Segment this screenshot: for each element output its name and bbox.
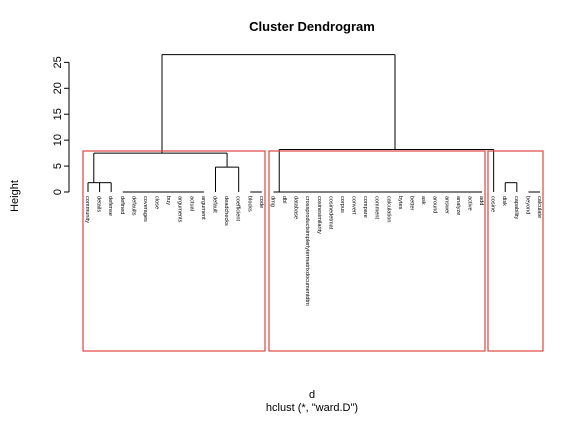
leaf-label-community: community — [84, 196, 90, 223]
leaf-label-cosinedetmat: cosinedetmat — [327, 196, 333, 230]
method-sublabel: hclust (*, "ward.D") — [266, 402, 358, 414]
y-axis-label: Height — [9, 180, 21, 212]
leaf-label-corpus: corpus — [339, 196, 345, 213]
x-axis-label: d — [309, 389, 315, 401]
cluster-boxes — [82, 150, 544, 352]
leaf-label-crossproductsimplerlytermatrixdocumentdtm: crossproductsimplerlytermatrixdocumentdt… — [304, 196, 310, 306]
leaf-label-dbl: dbl — [281, 196, 287, 203]
leaf-label-calculate: calculate — [536, 196, 542, 218]
y-tick-label-10: 10 — [52, 134, 64, 146]
cluster-box-2 — [268, 150, 486, 352]
leaf-label-beyond: beyond — [524, 196, 530, 214]
leaf-label-arguments: arguments — [177, 196, 183, 223]
leaf-label-compare: compare — [362, 196, 368, 218]
leaf-label-active: active — [466, 196, 472, 211]
leaf-label-around: around — [432, 196, 438, 213]
leaf-label-database: database — [293, 196, 299, 219]
leaf-label-answer: answer — [443, 196, 449, 214]
leaf-label-details: details — [96, 196, 102, 212]
leaf-label-disk: disk — [501, 196, 507, 206]
leaf-label-ask: ask — [420, 196, 426, 205]
y-tick-label-0: 0 — [52, 189, 64, 195]
cluster-box-3 — [487, 150, 544, 352]
leaf-label-coefficient: coefficient — [235, 196, 241, 222]
leaf-label-argument: argument — [200, 196, 206, 220]
y-tick-label-25: 25 — [52, 56, 64, 68]
leaf-label-buy: buy — [165, 196, 171, 205]
y-axis: 0 5 10 15 20 25 — [52, 56, 70, 195]
leaf-label-defaults: defaults — [130, 196, 136, 216]
leaf-label-add: add — [478, 196, 484, 205]
dendrogram-tree — [87, 54, 540, 193]
leaf-label-convert: convert — [351, 196, 357, 215]
leaf-label-analyze: analyze — [455, 196, 461, 215]
leaf-label-capability: capability — [513, 196, 519, 220]
leaf-label-default: default — [211, 196, 217, 213]
leaf-label-cosinesimilarity: cosinesimilarity — [316, 196, 322, 234]
leaf-label-comment: comment — [374, 196, 380, 219]
leaf-label-better: better — [409, 196, 415, 210]
leaf-label-close: close — [154, 196, 160, 209]
y-tick-label-15: 15 — [52, 108, 64, 120]
leaf-label-code: code — [258, 196, 264, 208]
leaf-label-defined: defined — [119, 196, 125, 214]
leaf-label-defense: defense — [107, 196, 113, 216]
leaf-label-blocks: blocks — [246, 196, 252, 212]
leaf-label-bytes: bytes — [397, 196, 403, 210]
leaf-label-actual: actual — [188, 196, 194, 211]
leaf-label-deadchecks: deadchecks — [223, 196, 229, 226]
leaf-label-dmg: dmg — [269, 196, 275, 207]
y-tick-label-20: 20 — [52, 82, 64, 94]
y-tick-label-5: 5 — [52, 163, 64, 169]
leaf-label-cosine: cosine — [490, 196, 496, 212]
chart-title: Cluster Dendrogram — [249, 19, 375, 34]
leaf-label-calculation: calculation — [385, 196, 391, 222]
leaf-labels: community details defense defined defaults co… — [84, 196, 542, 306]
cluster-box-1 — [82, 150, 266, 352]
leaf-label-coverages: coverages — [142, 196, 148, 222]
